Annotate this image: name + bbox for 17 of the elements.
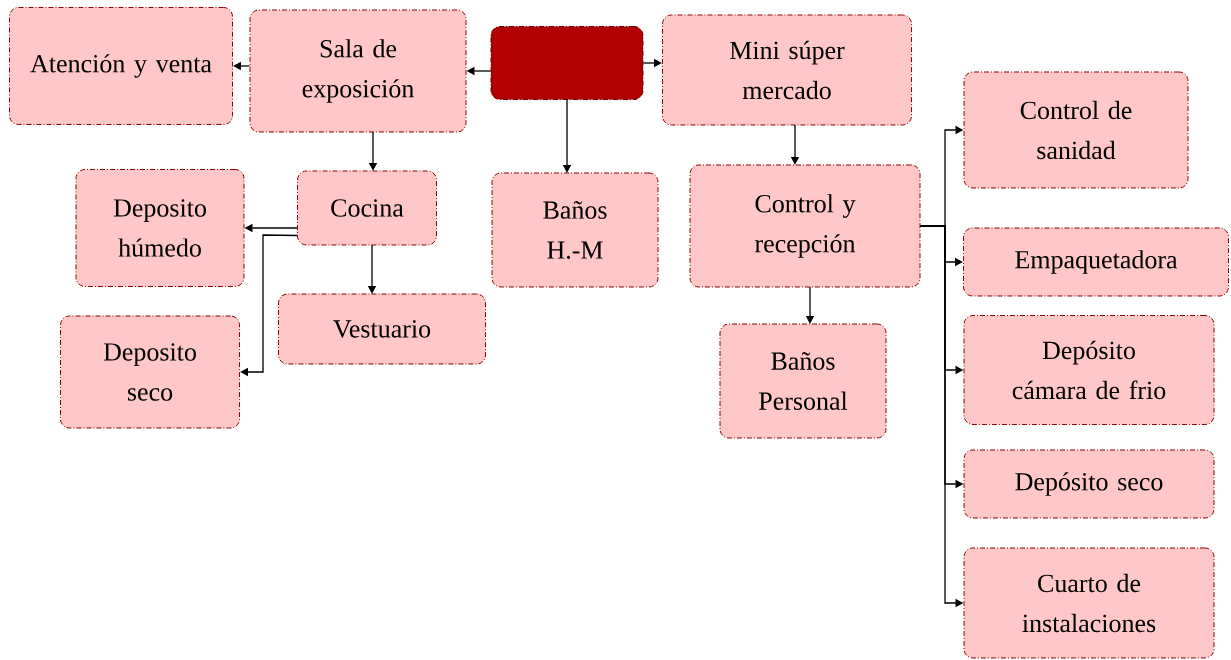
process-box: Cuarto de instalaciones	[963, 547, 1215, 659]
root-box	[490, 26, 644, 100]
process-box: Cocina	[297, 170, 437, 246]
process-box: Depósito seco	[963, 449, 1215, 519]
arrow	[240, 234, 298, 377]
process-box: Baños H.-M	[491, 172, 659, 288]
process-box: Vestuario	[278, 293, 486, 365]
process-box: Deposito seco	[60, 315, 240, 429]
process-box: Baños Personal	[719, 323, 887, 439]
process-box: Empaquetadora	[963, 227, 1229, 297]
process-box: Control y recepción	[689, 164, 921, 288]
process-box: Deposito húmedo	[75, 169, 245, 287]
process-box: Atención y venta	[9, 7, 233, 125]
process-box: Control de sanidad	[963, 71, 1189, 189]
process-box: Depósito cámara de frio	[963, 315, 1215, 425]
process-box: Mini súper mercado	[662, 14, 912, 126]
process-box: Sala de exposición	[249, 9, 467, 133]
